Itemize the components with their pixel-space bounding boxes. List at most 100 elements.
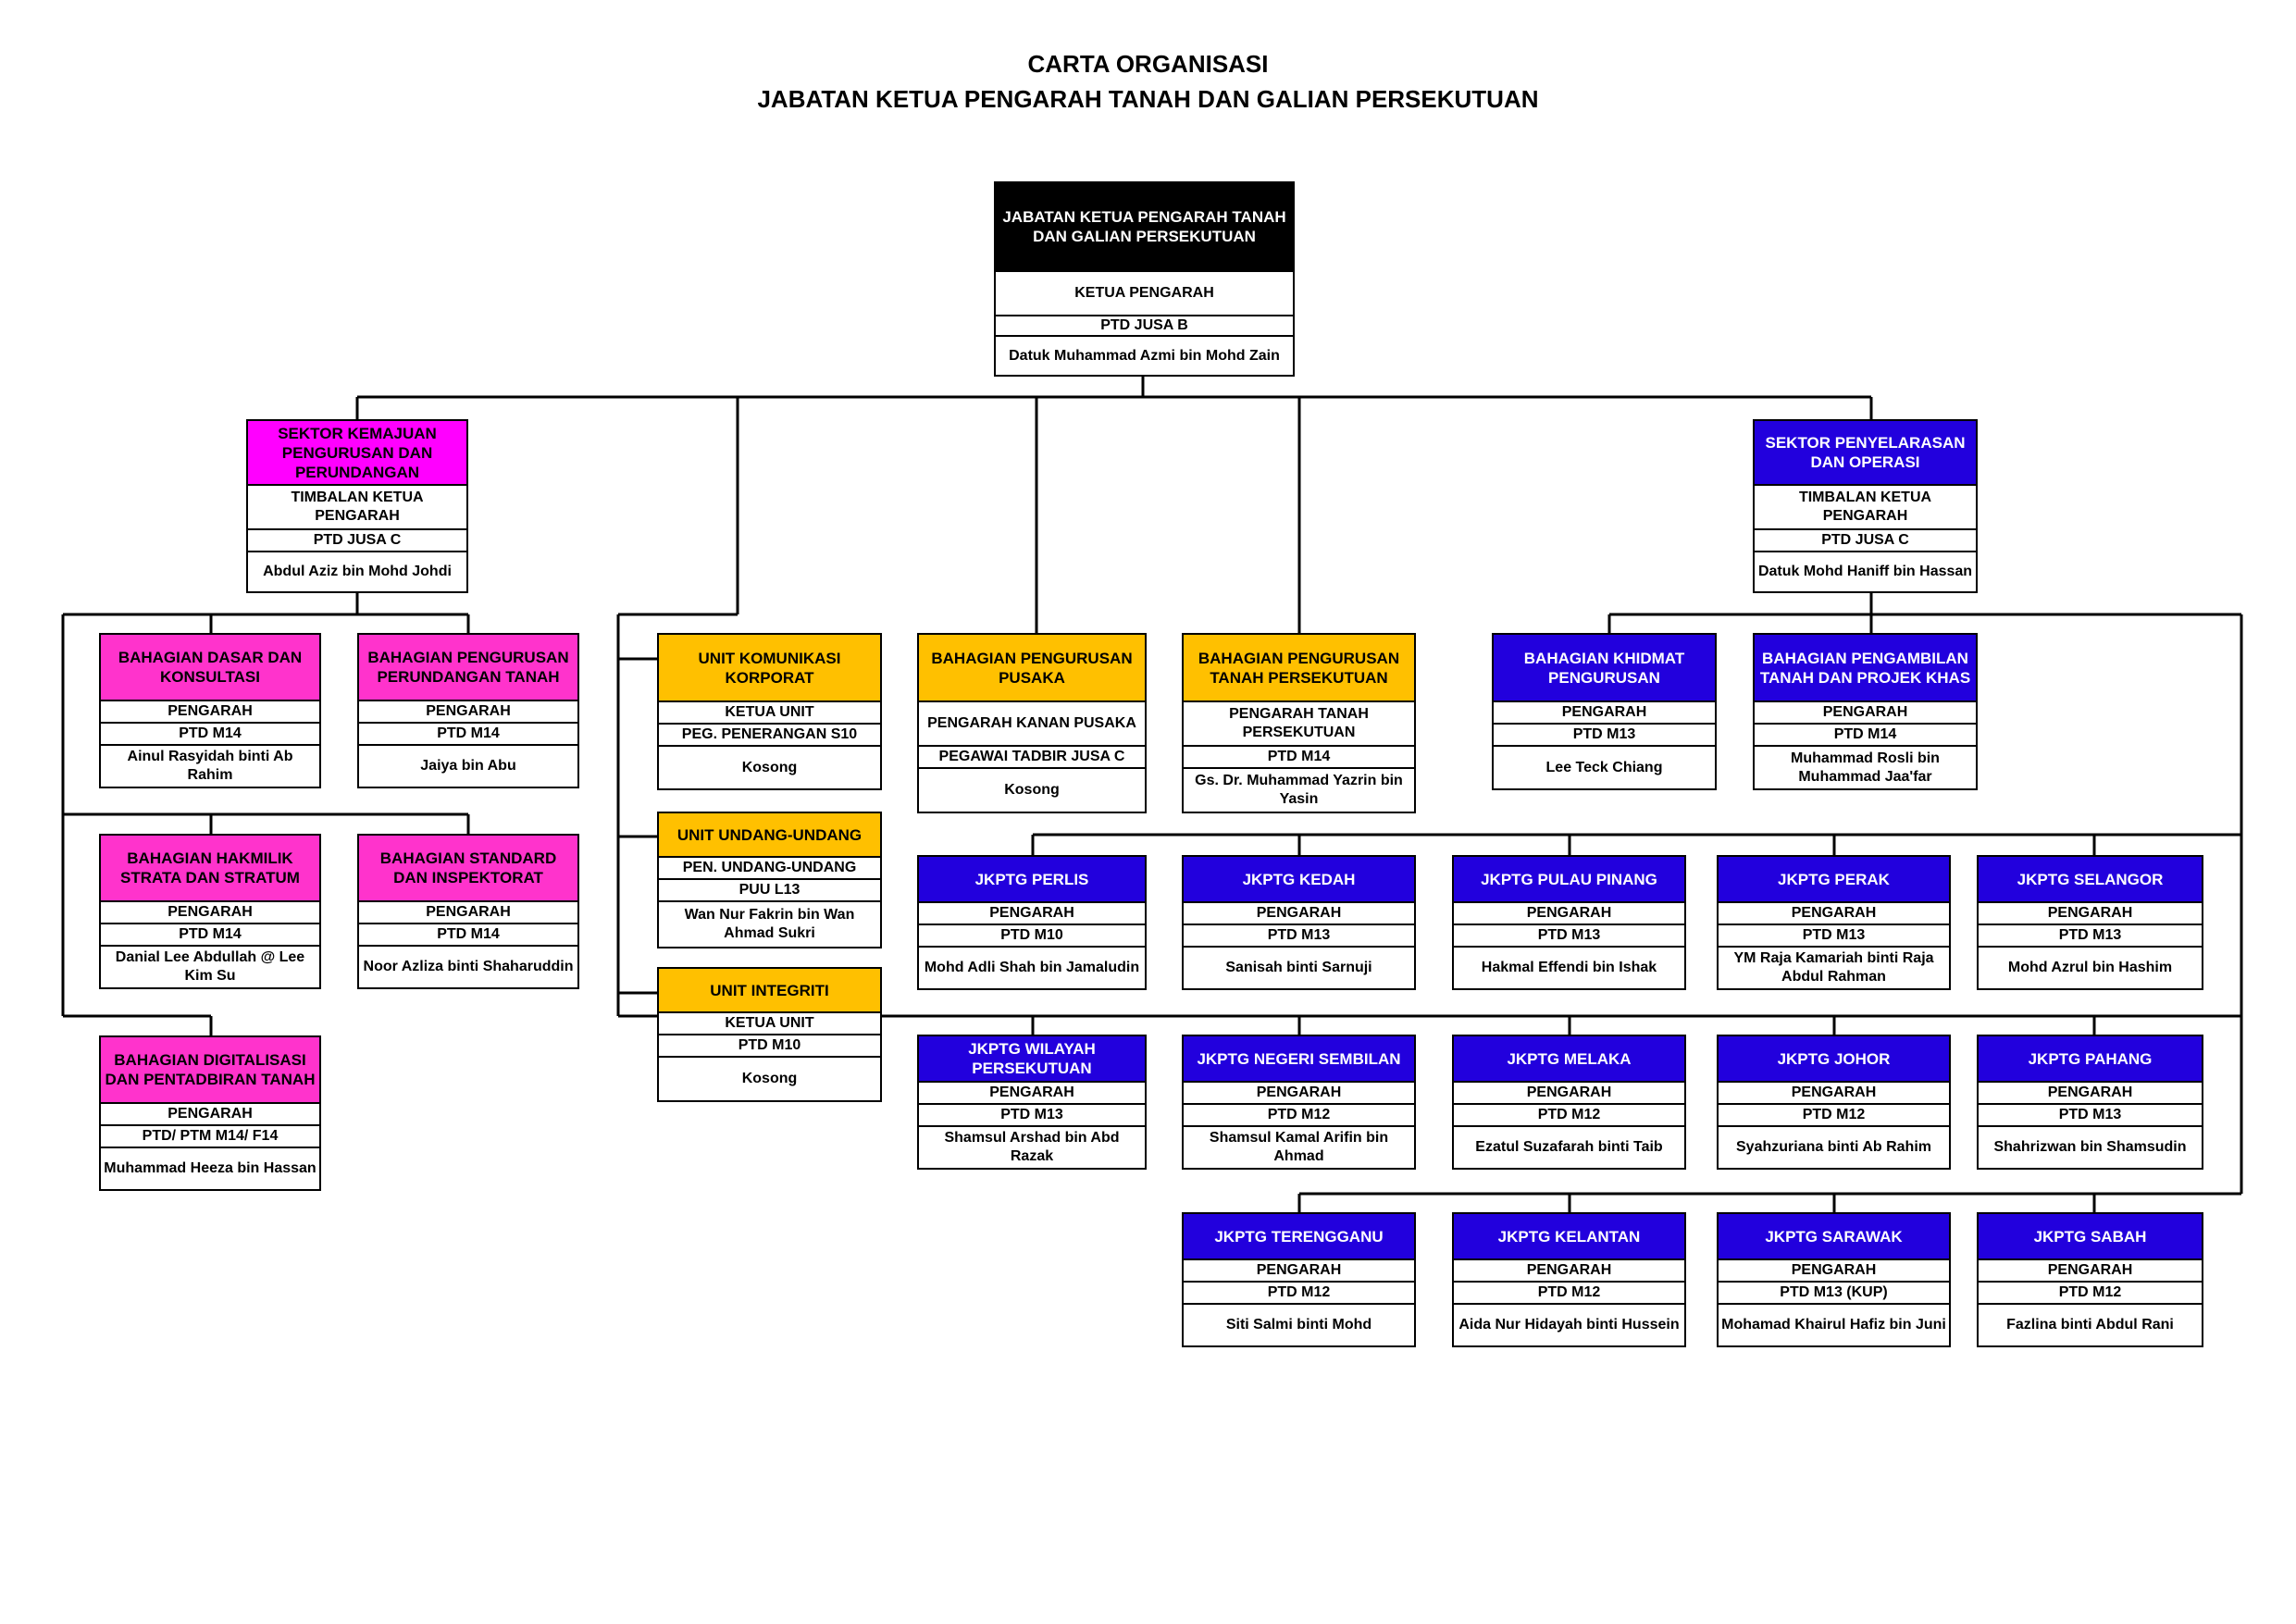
chart-subtitle: JABATAN KETUA PENGARAH TANAH DAN GALIAN … bbox=[757, 85, 1539, 113]
node-bahagian-perundangan: BAHAGIAN PENGURUSAN PERUNDANGAN TANAH PE… bbox=[357, 633, 579, 788]
node-unit-komunikasi-position: KETUA UNIT bbox=[659, 702, 880, 725]
node-sektor-kemajuan: SEKTOR KEMAJUAN PENGURUSAN DAN PERUNDANG… bbox=[246, 419, 468, 593]
node-jkptg-kedah-header: JKPTG KEDAH bbox=[1184, 857, 1414, 903]
node-jkptg-pulau-pinang-header: JKPTG PULAU PINANG bbox=[1454, 857, 1684, 903]
node-jkptg-negeri-sembilan-grade: PTD M12 bbox=[1184, 1105, 1414, 1127]
node-sektor-kemajuan-grade: PTD JUSA C bbox=[248, 530, 466, 552]
node-jkptg-perlis-grade: PTD M10 bbox=[919, 925, 1145, 948]
node-bahagian-pusaka: BAHAGIAN PENGURUSAN PUSAKA PENGARAH KANA… bbox=[917, 633, 1147, 813]
node-unit-undang-header: UNIT UNDANG-UNDANG bbox=[659, 813, 880, 858]
node-unit-integriti-grade: PTD M10 bbox=[659, 1035, 880, 1058]
node-unit-undang-position: PEN. UNDANG-UNDANG bbox=[659, 858, 880, 880]
node-unit-komunikasi-grade: PEG. PENERANGAN S10 bbox=[659, 725, 880, 747]
node-sektor-kemajuan-name: Abdul Aziz bin Mohd Johdi bbox=[263, 564, 452, 579]
node-bahagian-dasar: BAHAGIAN DASAR DAN KONSULTASI PENGARAH P… bbox=[99, 633, 321, 788]
node-jkptg-kelantan-header: JKPTG KELANTAN bbox=[1454, 1214, 1684, 1260]
node-jkptg-wilayah-position: PENGARAH bbox=[919, 1083, 1145, 1105]
node-unit-komunikasi-header: UNIT KOMUNIKASI KORPORAT bbox=[659, 635, 880, 702]
node-jkptg-perak: JKPTG PERAK PENGARAH PTD M13 YM Raja Kam… bbox=[1717, 855, 1951, 990]
node-bahagian-pengambilan: BAHAGIAN PENGAMBILAN TANAH DAN PROJEK KH… bbox=[1753, 633, 1978, 790]
node-bahagian-pusaka-grade: PEGAWAI TADBIR JUSA C bbox=[919, 747, 1145, 769]
node-jkptg-terengganu-grade: PTD M12 bbox=[1184, 1283, 1414, 1305]
node-jkptg-sarawak-header: JKPTG SARAWAK bbox=[1719, 1214, 1949, 1260]
node-jkptg-sarawak: JKPTG SARAWAK PENGARAH PTD M13 (KUP) Moh… bbox=[1717, 1212, 1951, 1347]
node-sektor-kemajuan-header: SEKTOR KEMAJUAN PENGURUSAN DAN PERUNDANG… bbox=[248, 421, 466, 486]
node-bahagian-tanah-persekutuan-position: PENGARAH TANAH PERSEKUTUAN bbox=[1184, 702, 1414, 747]
node-bahagian-perundangan-header: BAHAGIAN PENGURUSAN PERUNDANGAN TANAH bbox=[359, 635, 577, 701]
node-jkptg-selangor-header: JKPTG SELANGOR bbox=[1979, 857, 2202, 903]
node-unit-undang-grade: PUU L13 bbox=[659, 880, 880, 902]
node-jkptg-melaka: JKPTG MELAKA PENGARAH PTD M12 Ezatul Suz… bbox=[1452, 1035, 1686, 1170]
node-jkptg-pahang-header: JKPTG PAHANG bbox=[1979, 1036, 2202, 1083]
node-bahagian-khidmat: BAHAGIAN KHIDMAT PENGURUSAN PENGARAH PTD… bbox=[1492, 633, 1717, 790]
node-jkptg-sarawak-name: Mohamad Khairul Hafiz bin Juni bbox=[1721, 1317, 1946, 1333]
node-jkptg-wilayah-header: JKPTG WILAYAH PERSEKUTUAN bbox=[919, 1036, 1145, 1083]
node-jkptg-terengganu: JKPTG TERENGGANU PENGARAH PTD M12 Siti S… bbox=[1182, 1212, 1416, 1347]
node-bahagian-hakmilik: BAHAGIAN HAKMILIK STRATA DAN STRATUM PEN… bbox=[99, 834, 321, 989]
node-bahagian-perundangan-name: Jaiya bin Abu bbox=[420, 758, 516, 774]
node-bahagian-dasar-header: BAHAGIAN DASAR DAN KONSULTASI bbox=[101, 635, 319, 701]
node-bahagian-standard-position: PENGARAH bbox=[359, 902, 577, 924]
node-jkptg-pahang-grade: PTD M13 bbox=[1979, 1105, 2202, 1127]
node-jkptg-terengganu-header: JKPTG TERENGGANU bbox=[1184, 1214, 1414, 1260]
node-bahagian-perundangan-position: PENGARAH bbox=[359, 701, 577, 724]
node-jkptg-selangor-name: Mohd Azrul bin Hashim bbox=[2007, 960, 2173, 975]
node-sektor-penyelarasan-position: TIMBALAN KETUA PENGARAH bbox=[1755, 486, 1976, 530]
node-bahagian-standard: BAHAGIAN STANDARD DAN INSPEKTORAT PENGAR… bbox=[357, 834, 579, 989]
node-jkptg-kedah-position: PENGARAH bbox=[1184, 903, 1414, 925]
node-bahagian-pusaka-position: PENGARAH KANAN PUSAKA bbox=[919, 702, 1145, 747]
node-jkptg-kelantan-name: Aida Nur Hidayah binti Hussein bbox=[1458, 1317, 1680, 1333]
chart-title: CARTA ORGANISASI bbox=[1027, 50, 1269, 78]
node-jkptg-name: Datuk Muhammad Azmi bin Mohd Zain bbox=[1009, 347, 1280, 364]
node-unit-integriti-header: UNIT INTEGRITI bbox=[659, 969, 880, 1013]
node-bahagian-digital-grade: PTD/ PTM M14/ F14 bbox=[101, 1126, 319, 1148]
node-jkptg: JABATAN KETUA PENGARAH TANAH DAN GALIAN … bbox=[994, 181, 1295, 377]
node-unit-komunikasi: UNIT KOMUNIKASI KORPORAT KETUA UNIT PEG.… bbox=[657, 633, 882, 790]
node-jkptg-terengganu-name: Siti Salmi binti Mohd bbox=[1225, 1317, 1372, 1333]
node-jkptg-pulau-pinang: JKPTG PULAU PINANG PENGARAH PTD M13 Hakm… bbox=[1452, 855, 1686, 990]
node-bahagian-dasar-position: PENGARAH bbox=[101, 701, 319, 724]
node-jkptg-johor-header: JKPTG JOHOR bbox=[1719, 1036, 1949, 1083]
node-bahagian-pusaka-header: BAHAGIAN PENGURUSAN PUSAKA bbox=[919, 635, 1145, 702]
node-jkptg-johor-name: Syahzuriana binti Ab Rahim bbox=[1736, 1139, 1931, 1155]
node-bahagian-pengambilan-header: BAHAGIAN PENGAMBILAN TANAH DAN PROJEK KH… bbox=[1755, 635, 1976, 702]
node-jkptg-position: KETUA PENGARAH bbox=[996, 272, 1293, 316]
node-bahagian-tanah-persekutuan-grade: PTD M14 bbox=[1184, 747, 1414, 769]
node-bahagian-hakmilik-header: BAHAGIAN HAKMILIK STRATA DAN STRATUM bbox=[101, 836, 319, 902]
node-jkptg-negeri-sembilan: JKPTG NEGERI SEMBILAN PENGARAH PTD M12 S… bbox=[1182, 1035, 1416, 1170]
node-unit-undang-name: Wan Nur Fakrin bin Wan Ahmad Sukri bbox=[684, 907, 855, 941]
node-bahagian-standard-header: BAHAGIAN STANDARD DAN INSPEKTORAT bbox=[359, 836, 577, 902]
node-jkptg-perlis: JKPTG PERLIS PENGARAH PTD M10 Mohd Adli … bbox=[917, 855, 1147, 990]
node-bahagian-hakmilik-grade: PTD M14 bbox=[101, 924, 319, 947]
node-jkptg-kelantan: JKPTG KELANTAN PENGARAH PTD M12 Aida Nur… bbox=[1452, 1212, 1686, 1347]
node-bahagian-standard-grade: PTD M14 bbox=[359, 924, 577, 947]
node-jkptg-johor-grade: PTD M12 bbox=[1719, 1105, 1949, 1127]
node-jkptg-pahang-name: Shahrizwan bin Shamsudin bbox=[1993, 1139, 2187, 1155]
node-jkptg-perak-header: JKPTG PERAK bbox=[1719, 857, 1949, 903]
node-jkptg-kedah-name: Sanisah binti Sarnuji bbox=[1225, 960, 1372, 975]
node-bahagian-tanah-persekutuan-header: BAHAGIAN PENGURUSAN TANAH PERSEKUTUAN bbox=[1184, 635, 1414, 702]
node-sektor-kemajuan-position: TIMBALAN KETUA PENGARAH bbox=[248, 486, 466, 530]
node-jkptg-perlis-position: PENGARAH bbox=[919, 903, 1145, 925]
node-bahagian-hakmilik-name: Danial Lee Abdullah @ Lee Kim Su bbox=[115, 949, 305, 984]
node-jkptg-wilayah-name: Shamsul Arshad bin Abd Razak bbox=[944, 1130, 1120, 1164]
node-jkptg-wilayah-grade: PTD M13 bbox=[919, 1105, 1145, 1127]
node-unit-integriti-position: KETUA UNIT bbox=[659, 1013, 880, 1035]
node-bahagian-tanah-persekutuan-name: Gs. Dr. Muhammad Yazrin bin Yasin bbox=[1195, 773, 1403, 807]
node-jkptg-perlis-header: JKPTG PERLIS bbox=[919, 857, 1145, 903]
node-jkptg-sarawak-grade: PTD M13 (KUP) bbox=[1719, 1283, 1949, 1305]
node-jkptg-sabah: JKPTG SABAH PENGARAH PTD M12 Fazlina bin… bbox=[1977, 1212, 2203, 1347]
node-jkptg-kedah: JKPTG KEDAH PENGARAH PTD M13 Sanisah bin… bbox=[1182, 855, 1416, 990]
node-jkptg-perlis-name: Mohd Adli Shah bin Jamaludin bbox=[924, 960, 1140, 975]
node-jkptg-melaka-grade: PTD M12 bbox=[1454, 1105, 1684, 1127]
node-jkptg-selangor-position: PENGARAH bbox=[1979, 903, 2202, 925]
node-bahagian-tanah-persekutuan: BAHAGIAN PENGURUSAN TANAH PERSEKUTUAN PE… bbox=[1182, 633, 1416, 813]
node-jkptg-sabah-header: JKPTG SABAH bbox=[1979, 1214, 2202, 1260]
node-bahagian-khidmat-name: Lee Teck Chiang bbox=[1545, 759, 1663, 775]
node-jkptg-johor-position: PENGARAH bbox=[1719, 1083, 1949, 1105]
node-sektor-penyelarasan: SEKTOR PENYELARASAN DAN OPERASI TIMBALAN… bbox=[1753, 419, 1978, 593]
node-jkptg-header: JABATAN KETUA PENGARAH TANAH DAN GALIAN … bbox=[996, 183, 1293, 272]
node-bahagian-khidmat-position: PENGARAH bbox=[1494, 702, 1715, 725]
node-jkptg-terengganu-position: PENGARAH bbox=[1184, 1260, 1414, 1283]
